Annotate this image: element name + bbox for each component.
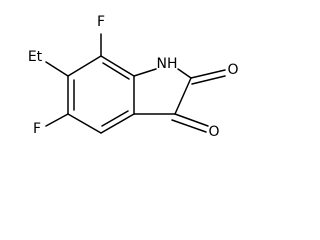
bond-c6-ethyl [45,61,69,77]
bond-c2-o-upper-b [191,75,226,85]
molecule-structure: F Et NH O O F [28,14,239,140]
atom-label-oxygen-upper: O [227,62,238,78]
bond-c2-o-upper-a [190,69,226,79]
bond-c7a-n1 [133,68,157,77]
bond-inner-c3a-c4 [101,110,129,127]
atom-label-ethyl: Et [28,49,43,65]
atom-label-fluorine-top: F [97,14,105,30]
bond-c7-c7a [100,55,135,77]
bond-c4-c5 [67,113,102,134]
atom-label-nh: NH [157,56,178,72]
atom-label-oxygen-lower: O [208,124,219,140]
atom-label-fluorine-bottom: F [33,121,41,137]
bond-c5-f-bottom [45,113,69,127]
bond-c3-o-lower-a [174,113,209,127]
structure-canvas: F Et NH O O F [27,14,239,140]
bond-c3a-c4 [100,113,135,134]
bond-c3-o-lower-b [171,119,207,133]
bond-c6-c7 [67,55,102,77]
bond-n1-c2 [177,68,192,79]
bond-c2-c3 [174,77,192,115]
bond-inner-c7-c7a [102,62,130,80]
